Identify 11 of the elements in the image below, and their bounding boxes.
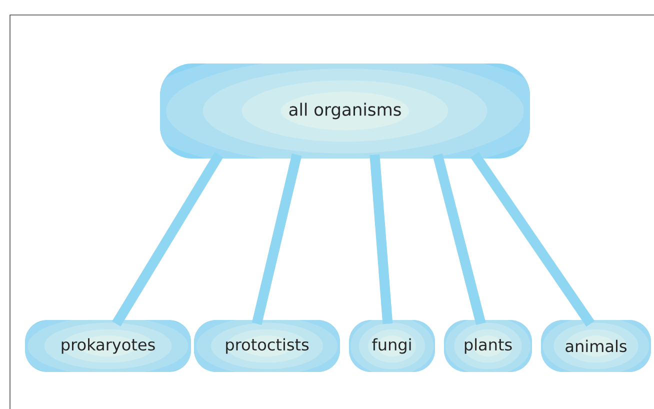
connector-line [370,154,393,324]
connector-line [252,154,302,325]
category-box: fungi [349,320,435,372]
connector-line [112,152,224,326]
category-box: prokaryotes [25,320,191,372]
category-box: animals [541,320,651,372]
connector-line [470,152,595,327]
group-box: all organisms [160,64,530,158]
category-box: plants [444,320,532,372]
connector-line [432,153,486,326]
category-box: protoctists [194,320,340,372]
